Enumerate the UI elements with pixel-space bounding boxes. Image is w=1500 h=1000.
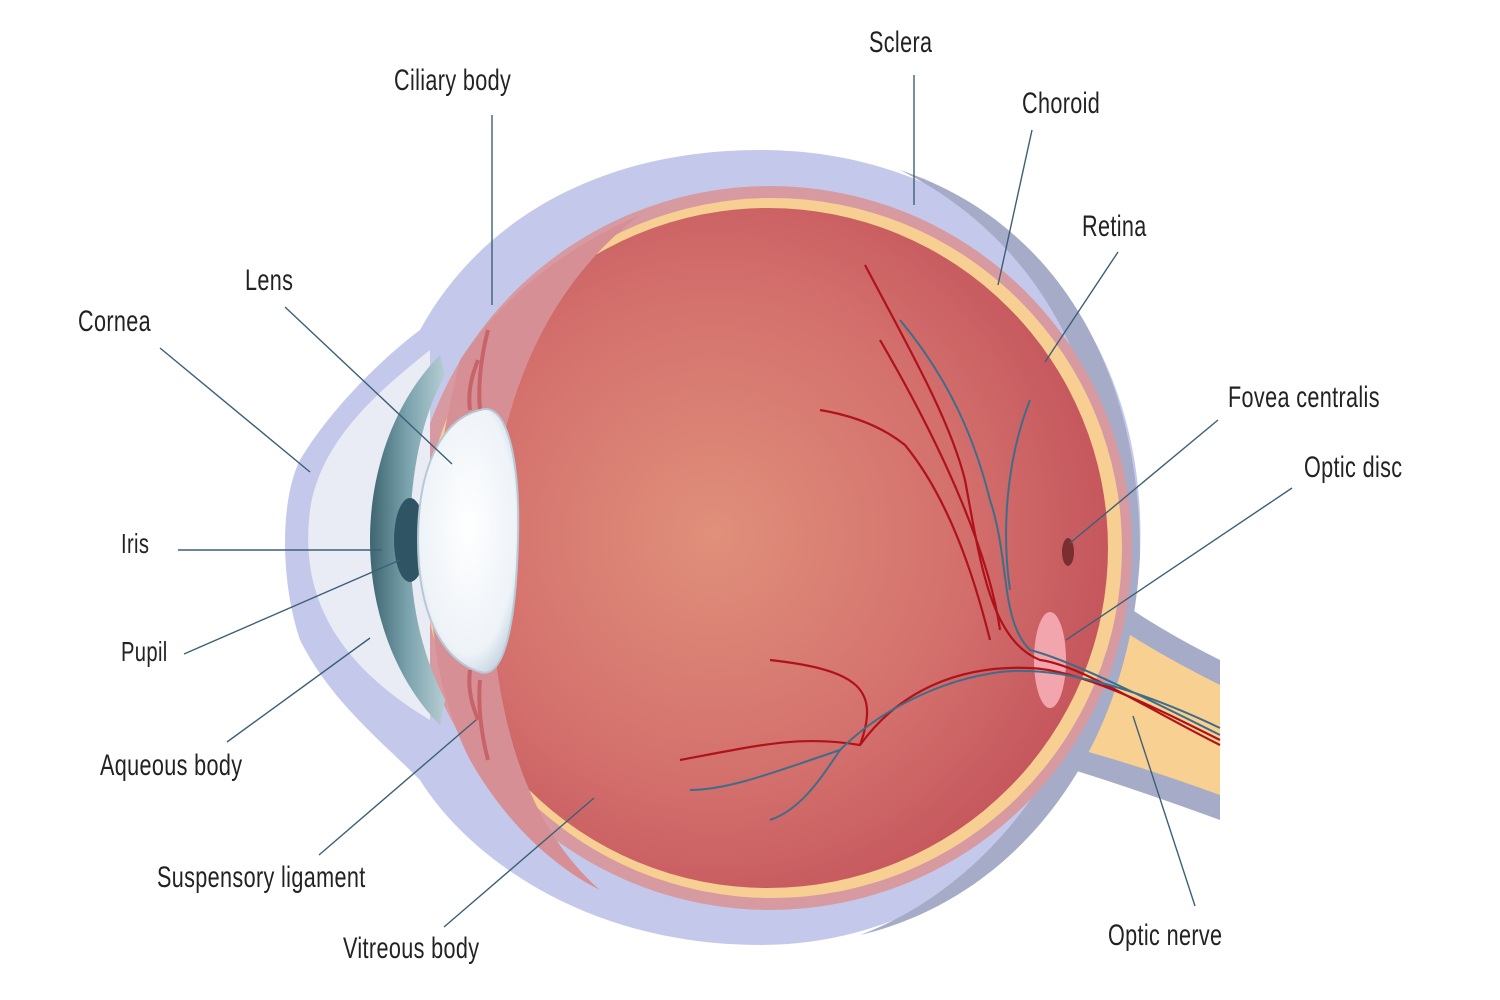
optic-disc bbox=[1034, 612, 1066, 708]
label-aqueous-body: Aqueous body bbox=[100, 749, 243, 782]
leader-choroid bbox=[997, 129, 1033, 286]
label-vitreous-body: Vitreous body bbox=[343, 932, 480, 965]
label-pupil: Pupil bbox=[121, 636, 168, 667]
fovea-centralis bbox=[1062, 538, 1074, 566]
label-optic-nerve: Optic nerve bbox=[1108, 919, 1223, 952]
label-optic-disc: Optic disc bbox=[1304, 451, 1403, 484]
label-sclera: Sclera bbox=[869, 26, 933, 59]
leader-cornea bbox=[159, 347, 311, 473]
label-ciliary-body: Ciliary body bbox=[394, 64, 512, 97]
label-fovea-centralis: Fovea centralis bbox=[1228, 381, 1380, 414]
vitreous-body bbox=[428, 208, 1108, 888]
label-suspensory-ligament: Suspensory ligament bbox=[157, 861, 366, 894]
leader-optic-nerve bbox=[1132, 715, 1196, 907]
label-cornea: Cornea bbox=[78, 305, 152, 338]
leader-suspensory bbox=[318, 719, 477, 856]
leader-lens bbox=[284, 306, 453, 465]
leader-vitreous bbox=[443, 797, 595, 928]
leader-fovea bbox=[1069, 419, 1219, 544]
label-iris: Iris bbox=[121, 528, 150, 559]
leader-retina bbox=[1044, 251, 1119, 363]
label-lens: Lens bbox=[245, 264, 294, 297]
label-choroid: Choroid bbox=[1022, 87, 1101, 120]
leader-optic-disc bbox=[1065, 487, 1293, 641]
leader-pupil bbox=[183, 559, 401, 655]
ciliary-body bbox=[467, 329, 490, 761]
label-retina: Retina bbox=[1082, 210, 1147, 243]
leader-aqueous bbox=[226, 637, 371, 743]
retinal-veins bbox=[689, 319, 1221, 821]
lens bbox=[416, 408, 520, 674]
leader-lines bbox=[159, 75, 1293, 928]
